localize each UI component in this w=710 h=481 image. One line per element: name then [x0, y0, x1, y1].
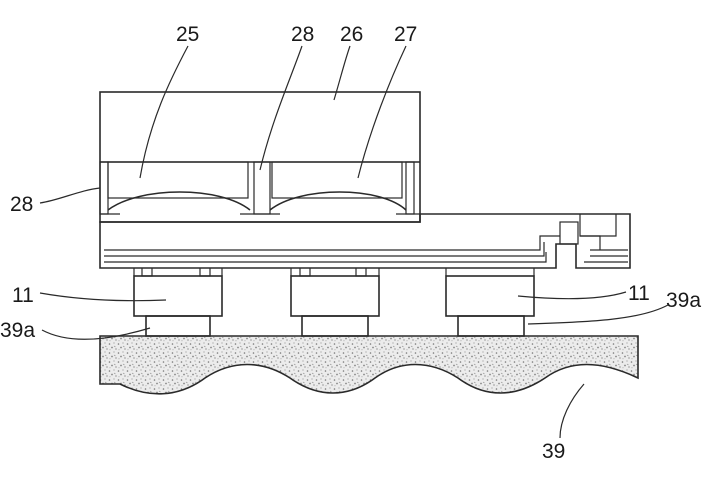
ref-27: 27	[394, 23, 417, 46]
ref-39: 39	[542, 440, 565, 463]
leader-25	[140, 46, 188, 178]
leader-28-top	[260, 46, 302, 170]
wiring-inner-line	[104, 236, 628, 262]
right-frame	[580, 214, 616, 236]
spacer-28-right	[406, 162, 414, 214]
spacer-28-left	[100, 162, 108, 214]
bump-39a-2	[302, 316, 368, 336]
via-right	[560, 222, 578, 244]
chip-connectors	[134, 268, 534, 276]
ref-25: 25	[176, 23, 199, 46]
ref-26: 26	[340, 23, 363, 46]
bump-39a-1	[146, 316, 210, 336]
leader-28-left	[40, 188, 100, 203]
spacer-28-mid	[254, 162, 270, 214]
ref-39a-left: 39a	[0, 319, 35, 342]
chip-11-2	[291, 276, 379, 316]
leader-11-left	[40, 293, 166, 301]
ref-28-left: 28	[10, 193, 33, 216]
chip-11-1	[134, 276, 222, 316]
housing-26	[100, 92, 420, 222]
leader-39	[560, 384, 584, 438]
ref-28-top: 28	[291, 23, 314, 46]
ref-39a-right: 39a	[666, 289, 701, 312]
substrate-39	[100, 336, 638, 394]
lens-curves	[108, 192, 406, 210]
leader-39a-right	[528, 305, 668, 324]
bump-39a-3	[458, 316, 524, 336]
ref-11-right: 11	[628, 282, 650, 305]
leader-27	[358, 46, 406, 178]
ref-11-left: 11	[12, 284, 34, 307]
